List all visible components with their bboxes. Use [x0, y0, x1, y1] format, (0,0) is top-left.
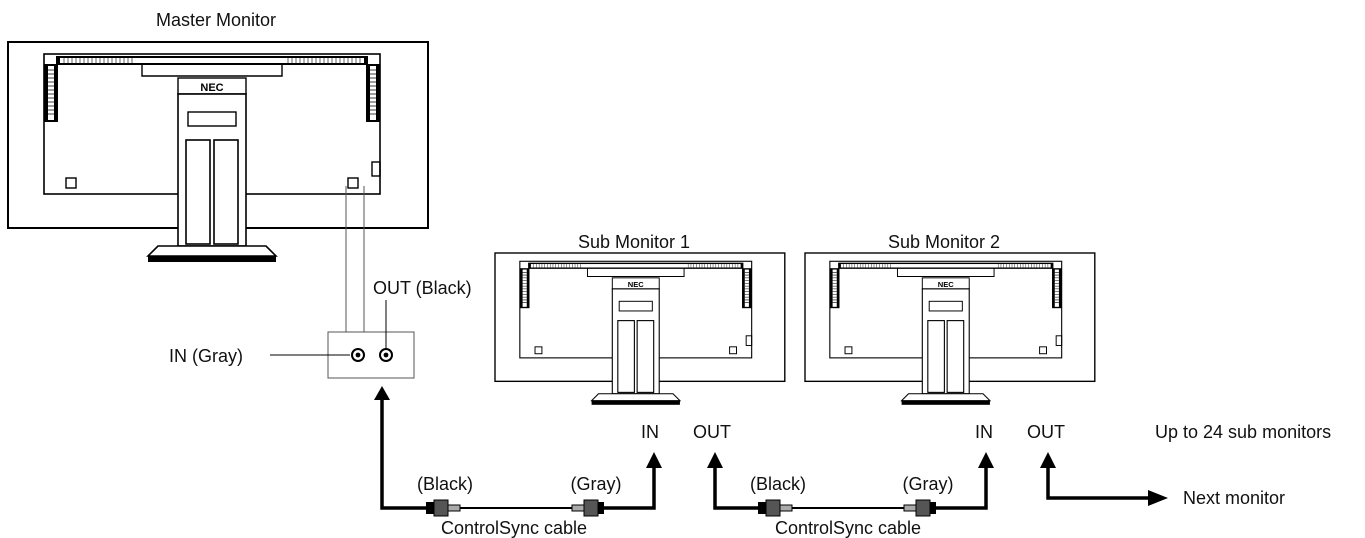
sub1-out-label: OUT	[693, 422, 731, 442]
black-plug-label-2: (Black)	[749, 474, 807, 494]
sub1-in-label: IN	[641, 422, 659, 442]
callout-lines	[345, 186, 365, 332]
cable-plug-black-icon	[758, 499, 793, 517]
sub-monitor-2-label: Sub Monitor 2	[887, 232, 1001, 252]
sub-monitor-1-label: Sub Monitor 1	[577, 232, 691, 252]
in-jack-icon	[351, 348, 365, 362]
out-black-label: OUT (Black)	[373, 278, 472, 298]
sub-monitor-2	[804, 252, 1096, 406]
controlsync-cable-label-2: ControlSync cable	[774, 518, 922, 538]
controlsync-cable-label-1: ControlSync cable	[440, 518, 588, 538]
controlsync-cable-2	[707, 452, 994, 517]
sub2-in-label: IN	[975, 422, 993, 442]
master-monitor-label: Master Monitor	[155, 10, 277, 30]
master-monitor	[7, 41, 429, 263]
in-gray-label: IN (Gray)	[169, 346, 243, 366]
jack-box	[270, 300, 415, 379]
black-plug-label-1: (Black)	[416, 474, 474, 494]
sub2-out-label: OUT	[1027, 422, 1065, 442]
cable-plug-black-icon	[426, 499, 461, 517]
next-monitor-label: Next monitor	[1183, 488, 1286, 508]
gray-plug-label-2: (Gray)	[902, 474, 954, 494]
cable-plug-gray-icon	[903, 499, 936, 517]
cable-plug-gray-icon	[571, 499, 604, 517]
out-jack-icon	[379, 348, 393, 362]
next-monitor-arrow	[1040, 452, 1168, 506]
controlsync-cable-1	[374, 386, 662, 517]
sub-monitor-1	[494, 252, 786, 406]
gray-plug-label-1: (Gray)	[570, 474, 622, 494]
up-to-24-label: Up to 24 sub monitors	[1155, 422, 1332, 442]
